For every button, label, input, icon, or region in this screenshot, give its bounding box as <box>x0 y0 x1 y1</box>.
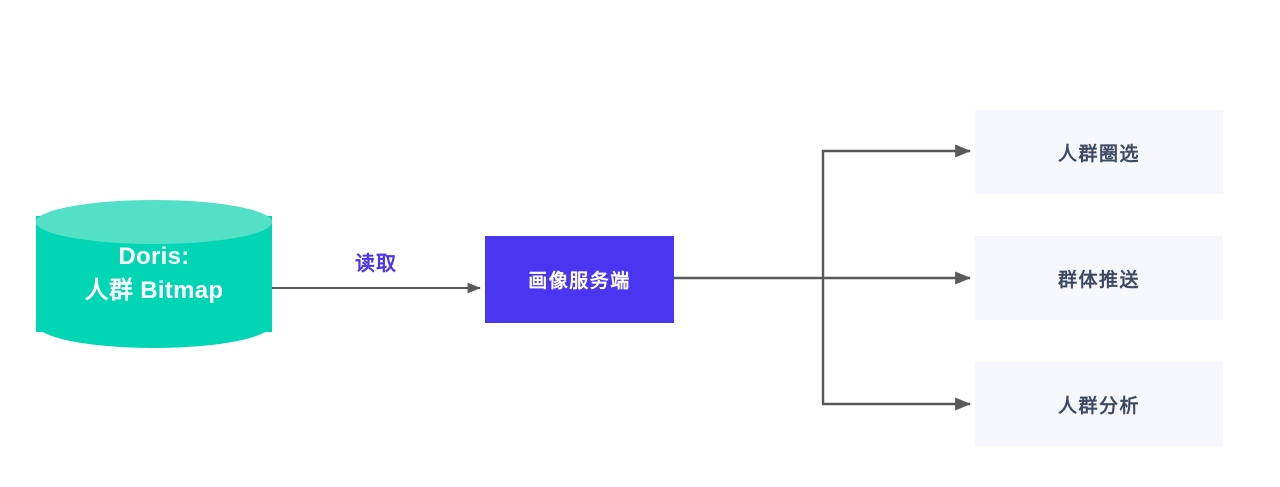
database-cylinder-doris[interactable]: Doris: 人群 Bitmap <box>36 200 272 348</box>
node-crowd-segmentation-label: 人群圈选 <box>1057 143 1140 165</box>
node-group-push[interactable]: 群体推送 <box>975 236 1223 320</box>
cylinder-top-ellipse <box>36 200 272 244</box>
node-group-push-label: 群体推送 <box>1057 269 1140 291</box>
edge-label-read: 读取 <box>355 253 397 275</box>
node-crowd-analysis[interactable]: 人群分析 <box>975 362 1223 446</box>
node-crowd-analysis-label: 人群分析 <box>1057 395 1140 417</box>
database-cylinder-label: Doris: 人群 Bitmap <box>84 243 224 304</box>
node-portrait-service-label: 画像服务端 <box>528 271 631 292</box>
node-portrait-service[interactable]: 画像服务端 <box>485 236 674 323</box>
node-crowd-segmentation[interactable]: 人群圈选 <box>975 110 1223 194</box>
